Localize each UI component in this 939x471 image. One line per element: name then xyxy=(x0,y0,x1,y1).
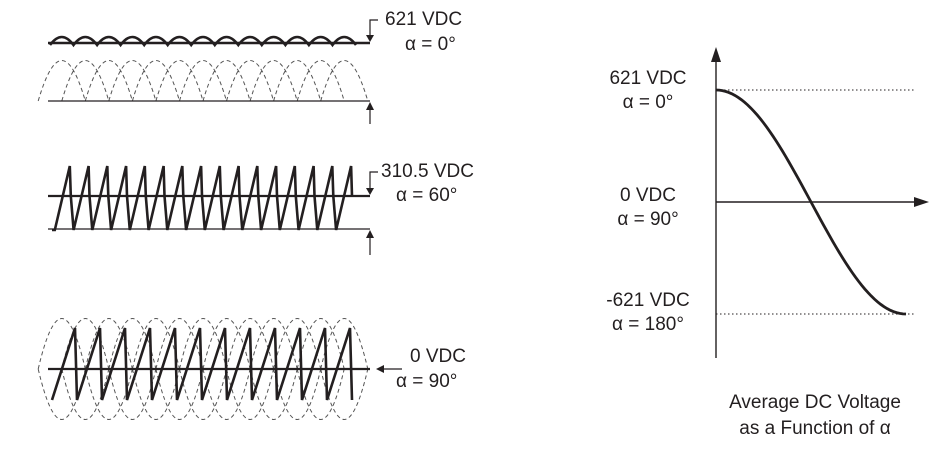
waveform-1-arrow-top xyxy=(366,35,374,42)
waveform-2-bracket xyxy=(369,171,378,190)
waveform-2-voltage-label: 310.5 VDC xyxy=(381,161,474,182)
graph-label-zero-angle: α = 90° xyxy=(617,209,679,230)
waveform-panel-alpha-0 xyxy=(37,19,378,124)
waveform-1-bracket xyxy=(369,19,378,38)
graph-label-zero-voltage: 0 VDC xyxy=(620,185,676,206)
waveform-panel-alpha-90 xyxy=(37,318,402,420)
graph-label-min-voltage: -621 VDC xyxy=(606,290,690,311)
waveform-2-output-voltage xyxy=(52,165,354,232)
waveform-1-voltage-label: 621 VDC xyxy=(385,9,463,30)
waveform-3-output-voltage xyxy=(50,327,354,401)
graph-voltage-curve xyxy=(715,88,907,316)
waveform-3-angle-label: α = 90° xyxy=(396,371,458,392)
waveform-panel-alpha-60 xyxy=(48,165,378,255)
waveform-1-angle-label: α = 0° xyxy=(405,34,456,55)
graph-y-axis-arrow xyxy=(711,47,721,62)
waveform-1-dashed-phases xyxy=(37,60,369,102)
waveform-3-arrow-head xyxy=(376,365,384,373)
waveform-3-voltage-label: 0 VDC xyxy=(410,346,466,367)
waveform-2-arrow-bottom xyxy=(366,230,374,238)
graph-caption-line-1: Average DC Voltage xyxy=(729,392,901,413)
waveform-2-angle-label: α = 60° xyxy=(396,185,458,206)
graph-x-axis-arrow xyxy=(914,197,929,207)
voltage-vs-alpha-graph xyxy=(711,47,929,358)
waveform-2-arrow-top xyxy=(366,188,374,195)
graph-caption-line-2: as a Function of α xyxy=(739,418,891,439)
graph-label-min-angle: α = 180° xyxy=(612,314,684,335)
graph-label-max-angle: α = 0° xyxy=(622,92,674,113)
waveform-3-dashed-phases xyxy=(37,318,369,420)
waveform-1-arrow-bottom xyxy=(366,102,374,110)
graph-label-max-voltage: 621 VDC xyxy=(609,68,687,89)
